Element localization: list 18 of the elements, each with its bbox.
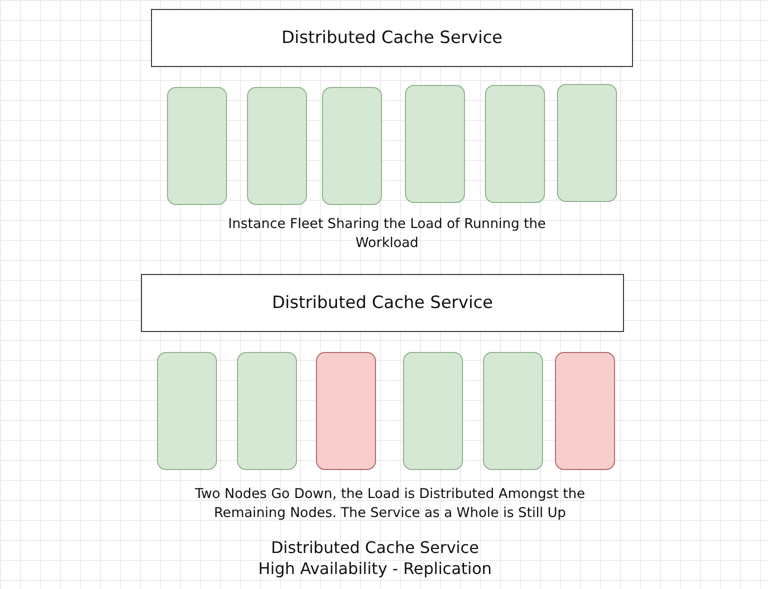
instance-box bbox=[485, 85, 545, 203]
instance-box bbox=[557, 84, 617, 202]
instance-box bbox=[555, 352, 615, 470]
instance-box bbox=[157, 352, 217, 470]
caption-text: Two Nodes Go Down, the Load is Distributed Amongst the Remaining Nodes. The Service as a Whole is Still Up bbox=[194, 485, 586, 523]
instance-box bbox=[483, 352, 543, 470]
service-box: Distributed Cache Service bbox=[151, 9, 633, 67]
instance-box bbox=[237, 352, 297, 470]
instance-box bbox=[405, 85, 465, 203]
instance-box bbox=[167, 87, 227, 205]
instance-box bbox=[316, 352, 376, 470]
caption-text: Distributed Cache Service bbox=[270, 537, 480, 559]
caption-text: High Availability - Replication bbox=[257, 558, 493, 580]
service-box: Distributed Cache Service bbox=[141, 274, 624, 332]
instance-box bbox=[247, 87, 307, 205]
instance-box bbox=[322, 87, 382, 205]
instance-box bbox=[403, 352, 463, 470]
caption-text: Instance Fleet Sharing the Load of Running the Workload bbox=[227, 215, 547, 253]
